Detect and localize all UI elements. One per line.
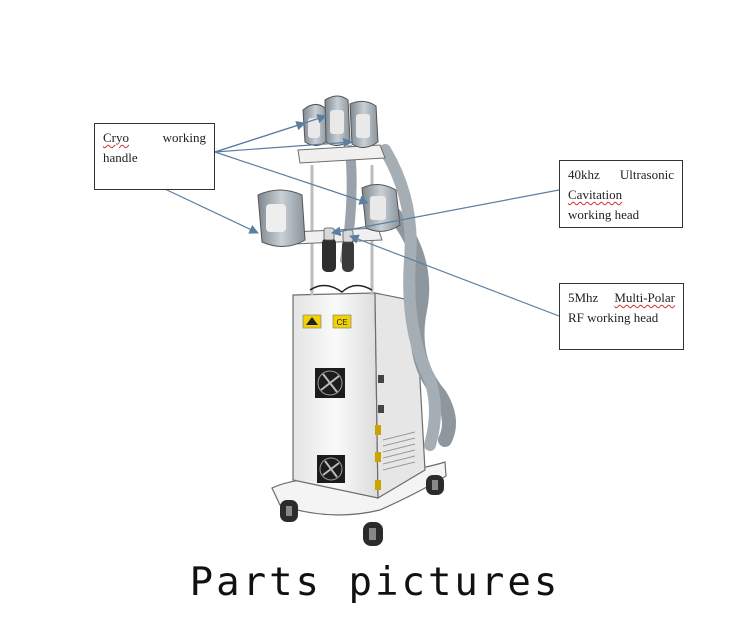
fan-upper [315,368,345,398]
callout-cryo-handle: Cryo working handle [94,123,215,190]
arrow-cryo-top-center [214,114,327,153]
caption-title: Parts pictures [189,560,561,605]
wheel-front-left [280,500,298,522]
cavitation-head [322,227,336,272]
wheel-back-right [426,475,444,495]
callout-rf-head: 5Mhz Multi-Polar RF working head [559,283,684,350]
callout-cav-word-1: 40khz [568,167,600,182]
fan-lower [317,455,345,483]
cryo-handle-top-center [324,95,351,146]
callout-cryo-line-2: handle [103,150,138,165]
callout-rf-word-1: 5Mhz [568,290,599,305]
callout-rf-word-2: Multi-Polar [614,290,675,305]
ce-mark-text: CE [336,318,347,327]
callout-cavitation-head: 40khz Ultrasonic Cavitation working head [559,160,683,228]
warning-label [302,314,322,329]
cryo-handle-top-right [349,100,379,148]
cryo-handle-left-large [257,189,306,247]
ce-label: CE [332,314,352,329]
wheel-front-right [363,522,383,546]
arrow-rf [349,234,560,317]
head-cables [309,284,373,293]
arrow-cryo-left [149,181,259,234]
arrow-cavitation [331,189,560,237]
pointer-arrows [149,114,560,317]
callout-cav-line-3: working head [568,207,640,222]
callout-cav-line-2: Cavitation [568,187,623,202]
arrow-cryo-top-right [214,137,353,153]
callout-cav-word-2: Ultrasonic [619,167,674,182]
callout-cryo-word-2: working [162,130,206,145]
callout-rf-line-2: RF working head [568,310,659,325]
arrow-cryo-mid-right [214,151,369,205]
callout-cryo-word-1: Cryo [103,130,129,145]
cryo-handle-top-left [302,104,329,146]
cryo-handle-mid-right [361,184,401,232]
